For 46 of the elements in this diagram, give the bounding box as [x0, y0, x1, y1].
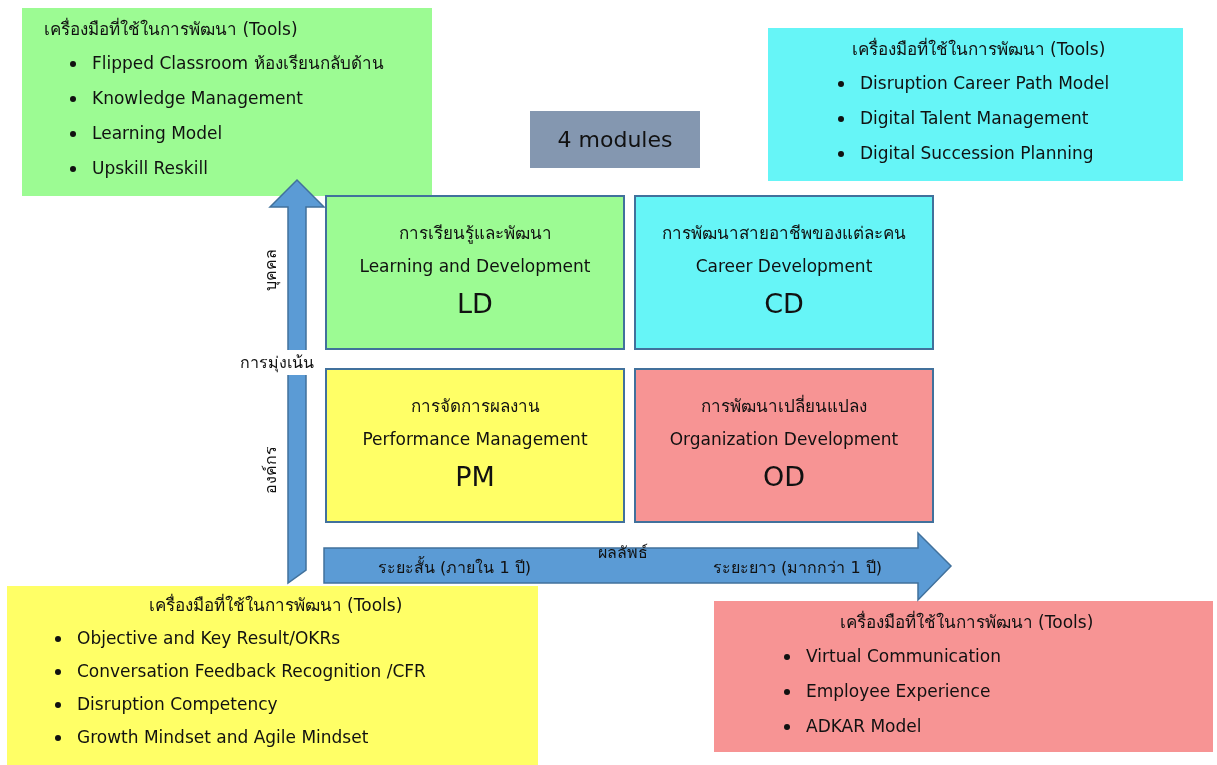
axis-label: ระยะยาว (มากกว่า 1 ปี) [713, 557, 882, 579]
list-item: Virtual Communication [806, 646, 1001, 666]
heading: เครื่องมือที่ใช้ในการพัฒนา (Tools) [839, 611, 1094, 633]
module-box [325, 195, 625, 350]
list-item: Upskill Reskill [92, 158, 208, 178]
title-box [530, 111, 700, 168]
title-text: 4 modules [557, 127, 673, 152]
list-item: Digital Succession Planning [860, 143, 1094, 163]
tools-box [768, 28, 1183, 181]
axis-label: ระยะสั้น (ภายใน 1 ปี) [378, 555, 531, 579]
abbreviation: PM [455, 460, 495, 494]
heading: เครื่องมือที่ใช้ในการพัฒนา (Tools) [148, 594, 403, 616]
list-item: Flipped Classroom ห้องเรียนกลับด้าน [92, 53, 384, 73]
thai-name: การพัฒนาเปลี่ยนแปลง [701, 394, 867, 418]
abbreviation: OD [762, 460, 805, 494]
abbreviation: CD [764, 287, 804, 321]
axis-label: บุคคล [259, 249, 282, 291]
list-item: Conversation Feedback Recognition /CFR [77, 661, 426, 681]
thai-name: การพัฒนาสายอาชีพของแต่ละคน [662, 222, 906, 245]
list-item: Disruption Career Path Model [860, 73, 1110, 93]
list-item: Growth Mindset and Agile Mindset [77, 727, 369, 747]
module-box [634, 368, 934, 523]
axis-label: องค์กร [259, 446, 281, 494]
list-item: Disruption Competency [77, 694, 278, 714]
english-name: Learning and Development [359, 255, 591, 278]
english-name: Organization Development [669, 428, 899, 451]
list-item: ADKAR Model [806, 716, 922, 736]
abbreviation: LD [457, 287, 493, 321]
heading: เครื่องมือที่ใช้ในการพัฒนา (Tools) [44, 18, 298, 40]
axis-label: การมุ่งเน้น [238, 350, 316, 375]
tools-box [22, 8, 432, 196]
list-item: Knowledge Management [92, 88, 303, 108]
list-item: Learning Model [92, 123, 223, 143]
thai-name: การเรียนรู้และพัฒนา [398, 222, 552, 245]
thai-name: การจัดการผลงาน [410, 395, 540, 418]
tools-box [714, 601, 1213, 752]
list-item: Digital Talent Management [860, 108, 1089, 128]
heading: เครื่องมือที่ใช้ในการพัฒนา (Tools) [851, 38, 1106, 60]
tools-box [7, 586, 538, 765]
english-name: Performance Management [362, 428, 588, 451]
module-box [634, 195, 934, 350]
list-item: Employee Experience [806, 681, 991, 701]
module-box [325, 368, 625, 523]
list-item: Objective and Key Result/OKRs [77, 628, 341, 648]
axis-label: ผลลัพธ์ [598, 542, 648, 564]
english-name: Career Development [695, 255, 873, 278]
